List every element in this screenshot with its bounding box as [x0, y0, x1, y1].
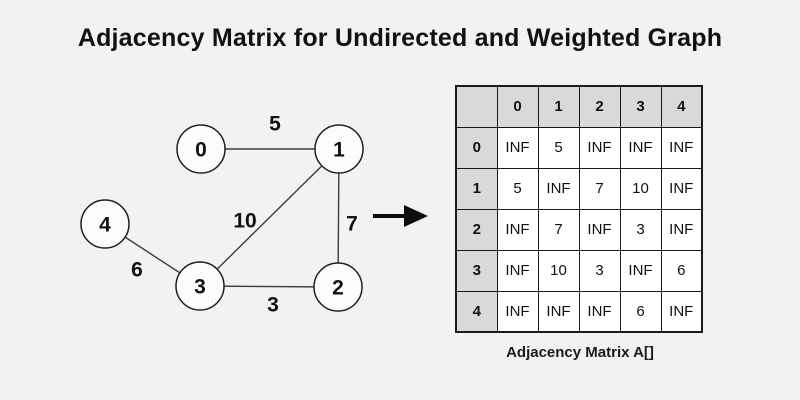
edge-weight-label-1-3: 10	[233, 210, 256, 233]
matrix-row-1: 1 5 INF 7 10 INF	[455, 167, 703, 210]
graph-node-0: 0	[176, 124, 226, 174]
node-label-3: 3	[194, 276, 206, 299]
diagram-title: Adjacency Matrix for Undirected and Weig…	[77, 24, 723, 52]
matrix-row-3: 3 INF 10 3 INF 6	[455, 249, 703, 292]
matrix-corner-cell	[455, 85, 498, 128]
graph-node-2: 2	[313, 262, 363, 312]
matrix-col-header-1: 1	[537, 85, 580, 128]
matrix-cell-2-4: INF	[660, 208, 703, 251]
matrix-cell-0-2: INF	[578, 126, 621, 169]
matrix-col-header-0: 0	[496, 85, 539, 128]
matrix-header-row: 0 1 2 3 4	[455, 85, 703, 128]
matrix-col-header-3: 3	[619, 85, 662, 128]
node-label-4: 4	[99, 214, 111, 237]
matrix-cell-2-2: INF	[578, 208, 621, 251]
matrix-cell-3-4: 6	[660, 249, 703, 292]
matrix-cell-4-1: INF	[537, 290, 580, 333]
matrix-row-4: 4 INF INF INF 6 INF	[455, 290, 703, 333]
matrix-row-2: 2 INF 7 INF 3 INF	[455, 208, 703, 251]
edge-1-3	[199, 148, 340, 287]
matrix-cell-4-2: INF	[578, 290, 621, 333]
adjacency-matrix-table: 0 1 2 3 4 0 INF 5 INF INF INF 1 5 INF 7 …	[455, 85, 703, 333]
matrix-row-header-4: 4	[455, 290, 498, 333]
right-arrow-icon	[373, 205, 428, 227]
matrix-row-header-3: 3	[455, 249, 498, 292]
matrix-cell-1-2: 7	[578, 167, 621, 210]
matrix-cell-1-3: 10	[619, 167, 662, 210]
matrix-col-header-2: 2	[578, 85, 621, 128]
matrix-cell-2-1: 7	[537, 208, 580, 251]
matrix-cell-3-0: INF	[496, 249, 539, 292]
matrix-cell-0-1: 5	[537, 126, 580, 169]
graph-node-1: 1	[314, 124, 364, 174]
edge-weight-label-3-4: 6	[131, 259, 143, 282]
matrix-row-header-1: 1	[455, 167, 498, 210]
matrix-cell-2-0: INF	[496, 208, 539, 251]
matrix-cell-4-4: INF	[660, 290, 703, 333]
matrix-cell-3-3: INF	[619, 249, 662, 292]
matrix-cell-1-4: INF	[660, 167, 703, 210]
matrix-cell-1-1: INF	[537, 167, 580, 210]
matrix-col-header-4: 4	[660, 85, 703, 128]
matrix-caption: Adjacency Matrix A[]	[506, 344, 654, 361]
matrix-cell-0-4: INF	[660, 126, 703, 169]
matrix-cell-2-3: 3	[619, 208, 662, 251]
edge-weight-label-1-2: 7	[346, 213, 358, 236]
matrix-cell-3-1: 10	[537, 249, 580, 292]
matrix-cell-0-0: INF	[496, 126, 539, 169]
matrix-row-header-2: 2	[455, 208, 498, 251]
matrix-row-header-0: 0	[455, 126, 498, 169]
node-label-1: 1	[333, 139, 345, 162]
matrix-cell-0-3: INF	[619, 126, 662, 169]
node-label-0: 0	[195, 139, 207, 162]
edge-weight-label-2-3: 3	[267, 294, 279, 317]
graph-node-3: 3	[175, 261, 225, 311]
matrix-row-0: 0 INF 5 INF INF INF	[455, 126, 703, 169]
graph-node-4: 4	[80, 199, 130, 249]
edge-weight-label-0-1: 5	[269, 113, 281, 136]
matrix-cell-4-3: 6	[619, 290, 662, 333]
node-label-2: 2	[332, 277, 344, 300]
matrix-cell-4-0: INF	[496, 290, 539, 333]
matrix-cell-3-2: 3	[578, 249, 621, 292]
matrix-cell-1-0: 5	[496, 167, 539, 210]
